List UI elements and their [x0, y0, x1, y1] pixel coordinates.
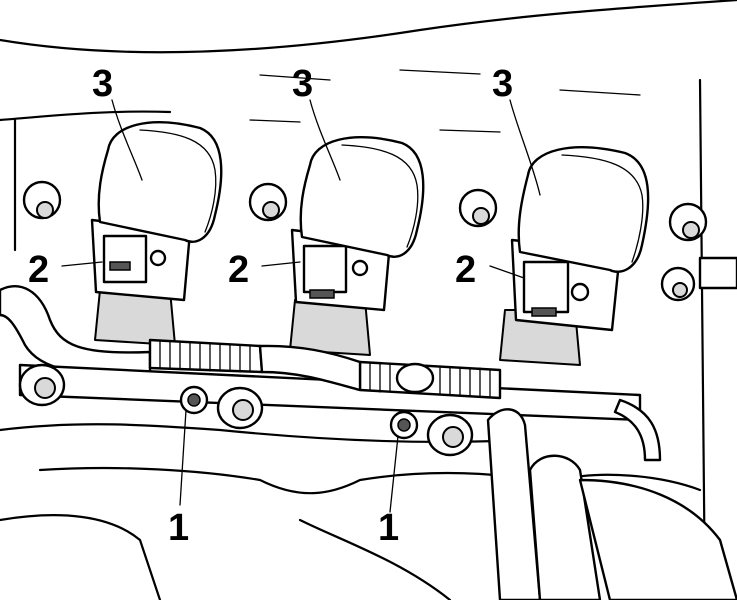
wiring-harness — [0, 285, 642, 422]
head-bolt-icon — [668, 202, 708, 242]
harness-bolts — [18, 363, 474, 457]
callout-3-left: 3 — [92, 63, 113, 105]
callout-labels: 3 3 3 2 2 2 1 1 — [28, 63, 513, 549]
coil-connector-plug — [522, 260, 570, 314]
hoses — [486, 256, 737, 600]
callout-1-right: 1 — [378, 507, 399, 549]
callout-1-left: 1 — [168, 507, 189, 549]
head-bolt-icon — [248, 182, 288, 222]
callout-3-center: 3 — [292, 63, 313, 105]
coil-head — [517, 146, 650, 273]
harness-boss-icon — [216, 386, 264, 430]
head-bolt-icon — [660, 266, 696, 302]
head-bolts — [22, 180, 708, 302]
ignition-coil-3 — [499, 146, 650, 366]
bolt-icon — [179, 385, 209, 415]
callout-2-center: 2 — [228, 249, 249, 291]
callout-2-right: 2 — [455, 249, 476, 291]
head-bolt-icon — [458, 188, 498, 228]
harness-boss-icon — [18, 363, 66, 407]
coil-head — [299, 136, 425, 258]
coil-connector-plug — [102, 234, 148, 284]
callout-3-right: 3 — [492, 63, 513, 105]
head-bolt-icon — [22, 180, 62, 220]
ignition-coil-1 — [90, 121, 223, 346]
harness-boss-icon — [426, 413, 474, 457]
coil-connector-plug — [302, 244, 348, 294]
callout-2-left: 2 — [28, 249, 49, 291]
leader-lines — [61, 99, 541, 513]
ignition-coil-2 — [289, 136, 425, 356]
bolt-icon — [389, 410, 419, 440]
coil-head — [97, 121, 223, 243]
